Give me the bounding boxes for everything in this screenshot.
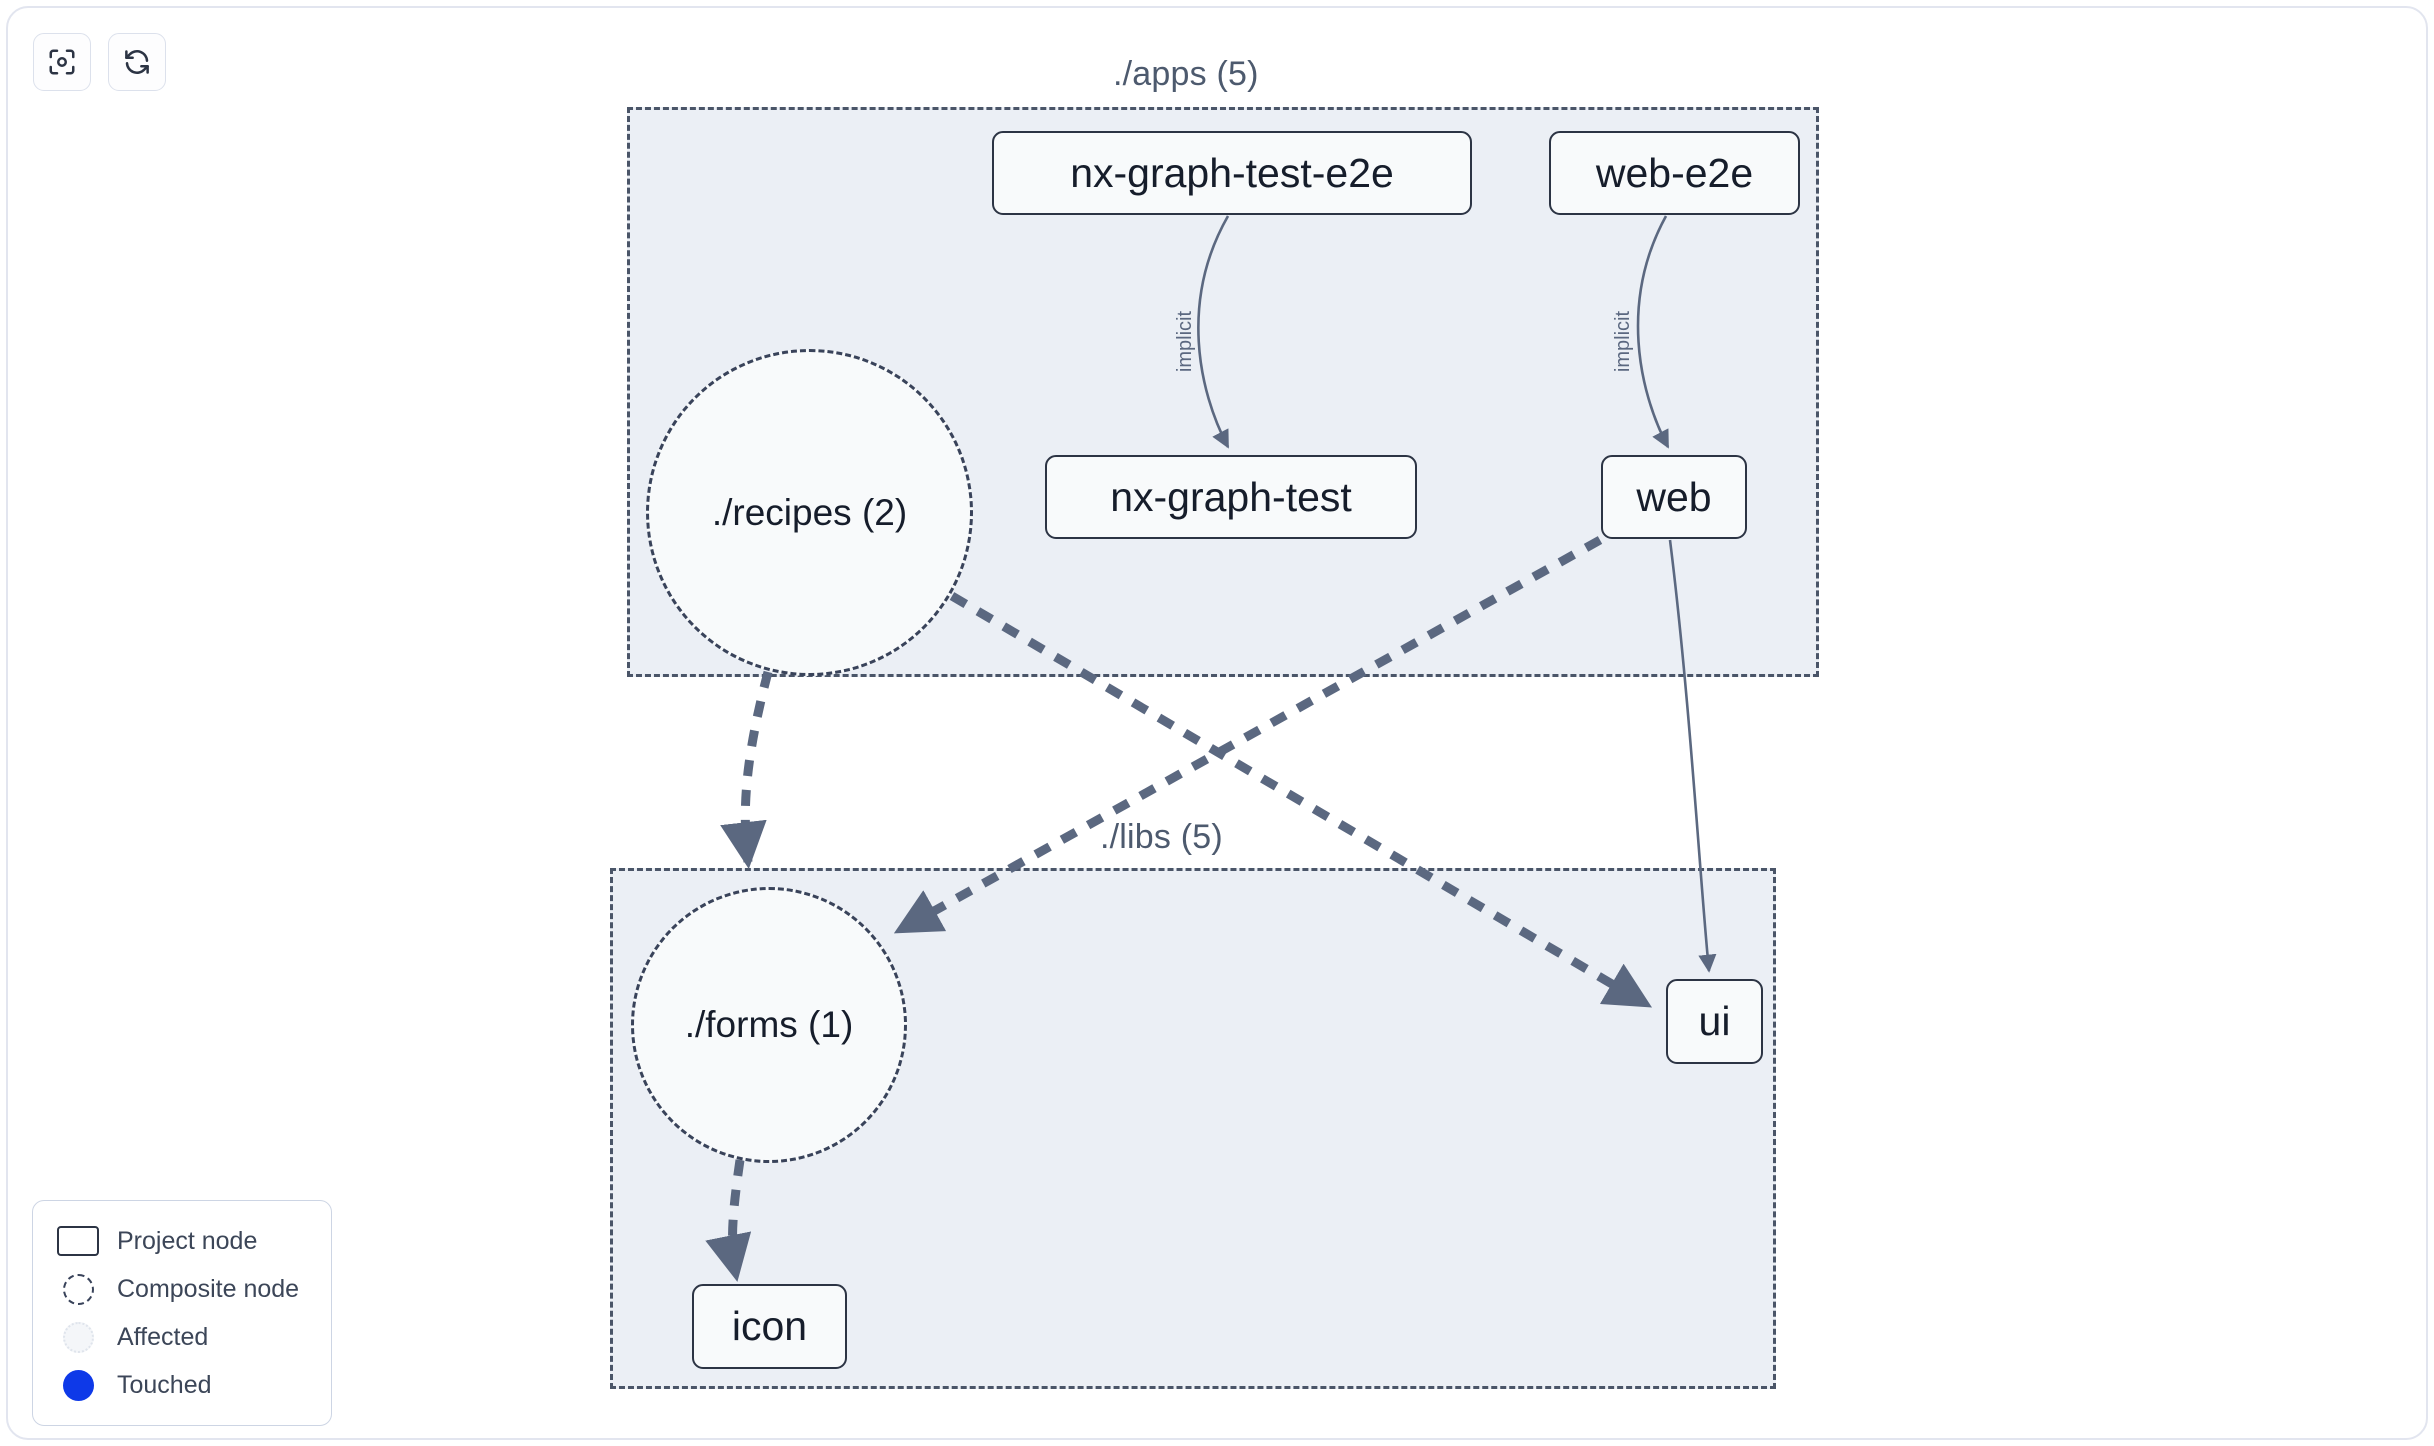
project-node-ui[interactable]: ui: [1666, 979, 1763, 1064]
refresh-graph-button[interactable]: [108, 33, 166, 91]
project-node-web[interactable]: web: [1601, 455, 1747, 539]
project-node-web-e2e[interactable]: web-e2e: [1549, 131, 1800, 215]
legend-item-project-node: Project node: [55, 1217, 313, 1265]
composite-node-swatch: [55, 1273, 101, 1305]
graph-toolbar: [33, 33, 166, 91]
project-node-nx-graph-test[interactable]: nx-graph-test: [1045, 455, 1417, 539]
project-node-swatch: [55, 1225, 101, 1257]
legend-label-composite-node: Composite node: [117, 1274, 300, 1303]
graph-legend: Project node Composite node Affected Tou…: [32, 1200, 332, 1426]
composite-node-recipes[interactable]: ./recipes (2): [646, 349, 973, 676]
project-node-nx-graph-test-e2e[interactable]: nx-graph-test-e2e: [992, 131, 1472, 215]
legend-item-composite-node: Composite node: [55, 1265, 313, 1313]
legend-item-affected: Affected: [55, 1313, 313, 1361]
focus-graph-button[interactable]: [33, 33, 91, 91]
edge-label-implicit-web: implicit: [1612, 310, 1635, 373]
project-node-icon[interactable]: icon: [692, 1284, 847, 1369]
affected-swatch: [55, 1321, 101, 1353]
legend-label-project-node: Project node: [117, 1226, 258, 1255]
touched-swatch: [55, 1369, 101, 1401]
group-label-apps: ./apps (5): [1113, 55, 1259, 93]
focus-icon: [47, 47, 77, 77]
legend-label-touched: Touched: [117, 1370, 212, 1399]
refresh-icon: [122, 47, 152, 77]
legend-item-touched: Touched: [55, 1361, 313, 1409]
composite-node-forms[interactable]: ./forms (1): [631, 887, 907, 1163]
group-label-libs: ./libs (5): [1100, 818, 1223, 856]
edge-label-implicit-nx-graph-test: implicit: [1174, 310, 1197, 373]
legend-label-affected: Affected: [117, 1322, 209, 1351]
edge-recipes-to-forms: [720, 670, 773, 869]
